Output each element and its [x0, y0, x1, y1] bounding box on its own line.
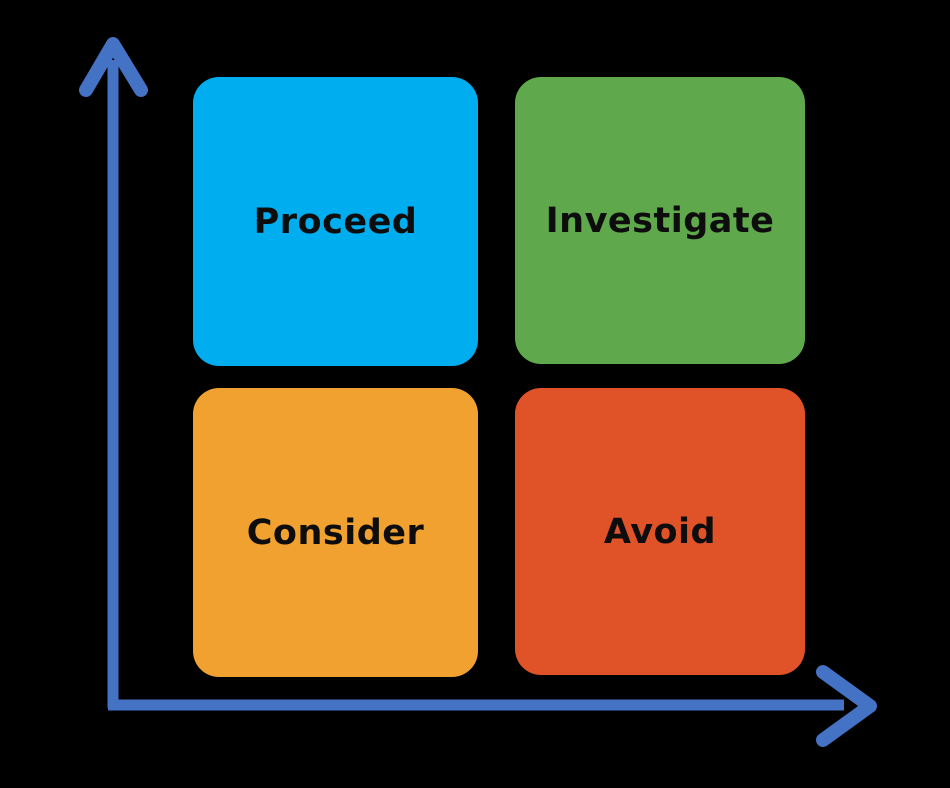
- quadrant-proceed-label: Proceed: [253, 201, 418, 242]
- quadrant-consider-label: Consider: [246, 512, 425, 553]
- quadrant-avoid: Avoid: [515, 388, 805, 675]
- quadrant-investigate: Investigate: [515, 77, 805, 364]
- quadrant-consider: Consider: [193, 388, 478, 677]
- quadrant-avoid-label: Avoid: [603, 511, 717, 552]
- y-axis-arrowhead-icon: [79, 37, 148, 97]
- quadrant-investigate-label: Investigate: [545, 200, 775, 241]
- x-axis-arrowhead-icon: [816, 665, 877, 747]
- quadrant-proceed: Proceed: [193, 77, 478, 366]
